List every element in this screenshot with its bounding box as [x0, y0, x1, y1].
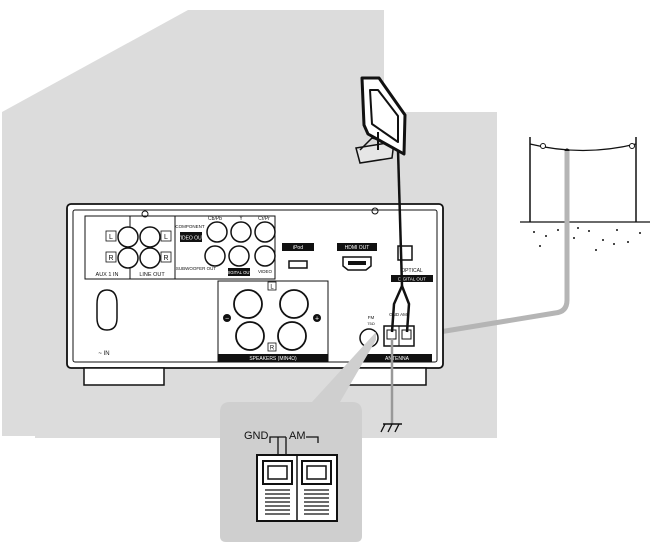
speaker-terminals: L R − + SPEAKERS (MIN4Ω) — [217, 280, 329, 363]
hdmi-port: HDMI OUT — [337, 243, 377, 271]
am-loop-cable — [390, 149, 411, 333]
aux-left-tag: L — [109, 234, 113, 241]
speaker-left-tag: L — [270, 285, 274, 291]
speaker-minus: − — [225, 316, 229, 323]
component-label: COMPONENT — [175, 224, 205, 229]
ipod-port: iPod — [282, 243, 314, 269]
digital-out-label: DIGITAL OUT — [398, 277, 426, 282]
optical-label: OPTICAL — [401, 268, 423, 274]
ipod-label: iPod — [293, 245, 303, 251]
gnd-am-label: GND AM — [389, 312, 407, 317]
terminal-callout: GND AM — [220, 332, 376, 542]
line-right-tag: R — [163, 255, 168, 262]
line-left-tag: L — [164, 234, 168, 241]
aux-line-jacks: L R L R AUX 1 IN LINE OUT — [84, 215, 176, 280]
ac-in-label: ~ IN — [98, 351, 109, 357]
aux-in-label: AUX 1 IN — [96, 272, 119, 278]
line-out-label: LINE OUT — [139, 272, 165, 278]
speaker-right-tag: R — [270, 346, 275, 352]
outdoor-antenna — [520, 137, 650, 251]
subwoofer-label: SUBWOOFER OUT — [176, 266, 217, 271]
hdmi-out-label: HDMI OUT — [345, 245, 370, 251]
video-out-label: VIDEO OUT — [177, 236, 205, 242]
ground-wire — [380, 338, 402, 433]
cbpb-label: Cb/Pb — [208, 216, 222, 222]
crpr-label: Cr/Pr — [258, 216, 270, 222]
gnd-label: GND — [244, 430, 269, 442]
aux-right-tag: R — [108, 255, 113, 262]
outdoor-antenna-wire — [405, 151, 570, 339]
speakers-label: SPEAKERS (MIN4Ω) — [249, 356, 297, 362]
antenna-label: ANTENNA — [385, 356, 410, 362]
am-loop-antenna — [355, 76, 407, 164]
fm-label: FM — [368, 315, 375, 320]
video-label: VIDEO — [258, 269, 273, 274]
y-label: Y — [239, 216, 243, 222]
digital-out-small-label: DIGITAL OUT — [226, 270, 252, 275]
video-out-section: Cb/Pb Y Cr/Pr COMPONENT VIDEO OUT SUBWOO… — [174, 215, 276, 280]
speaker-plus: + — [315, 316, 319, 323]
trg-label: 75Ω — [367, 321, 374, 326]
am-label: AM — [289, 430, 306, 442]
